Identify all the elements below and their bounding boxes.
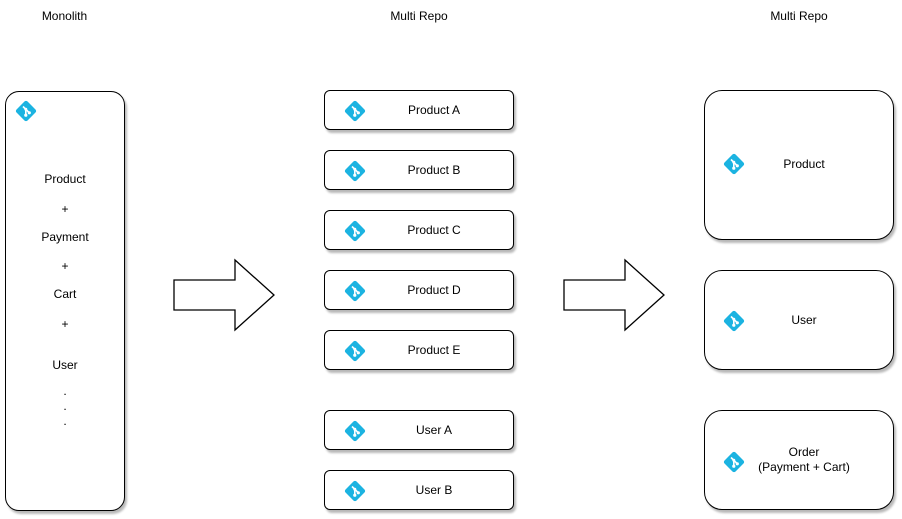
monolith-line-cart: Cart bbox=[53, 287, 77, 301]
repo-user-a: User A bbox=[324, 410, 514, 450]
repo-label-order-detail: (Payment + Cart) bbox=[758, 460, 850, 474]
repo-product-a: Product A bbox=[324, 90, 514, 130]
middle-multi-repo-title: Multi Repo bbox=[390, 9, 448, 23]
repo-label: User B bbox=[415, 483, 453, 497]
monolith-ellipsis-dot-1: . bbox=[63, 384, 67, 398]
repo-label: Product bbox=[783, 156, 825, 171]
monolith-line-user: User bbox=[52, 358, 78, 372]
right-arrow-icon bbox=[563, 258, 665, 332]
repo-user: User bbox=[704, 270, 894, 370]
repo-product-c: Product C bbox=[324, 210, 514, 250]
repo-label: Product C bbox=[407, 223, 461, 237]
monolith-plus-2: + bbox=[61, 259, 69, 273]
repo-label: Product A bbox=[407, 103, 461, 117]
repo-label-order: Order bbox=[788, 445, 820, 459]
repo-product-e: Product E bbox=[324, 330, 514, 370]
repo-label-wrapper: Order (Payment + Cart) bbox=[715, 411, 893, 509]
repo-product-d: Product D bbox=[324, 270, 514, 310]
repo-label: Product E bbox=[407, 343, 461, 357]
repo-product-b: Product B bbox=[324, 150, 514, 190]
monolith-ellipsis-dot-2: . bbox=[63, 399, 67, 413]
repo-label: Product B bbox=[407, 163, 461, 177]
repo-order: Order (Payment + Cart) bbox=[704, 410, 894, 510]
right-arrow-icon bbox=[173, 258, 275, 332]
monolith-repo-box: Product + Payment + Cart + User . . . bbox=[5, 91, 125, 511]
repo-label: User bbox=[791, 312, 817, 327]
monolith-plus-3: + bbox=[61, 317, 69, 331]
monolith-title: Monolith bbox=[41, 9, 88, 23]
monolith-ellipsis-dot-3: . bbox=[63, 414, 67, 428]
repo-product: Product bbox=[704, 90, 894, 240]
monolith-line-product: Product bbox=[44, 172, 86, 186]
repo-label: Product D bbox=[407, 283, 461, 297]
git-icon bbox=[15, 100, 37, 122]
repo-label: User A bbox=[415, 423, 452, 437]
monolith-plus-1: + bbox=[61, 202, 69, 216]
monolith-line-payment: Payment bbox=[41, 230, 89, 244]
repo-user-b: User B bbox=[324, 470, 514, 510]
right-multi-repo-title: Multi Repo bbox=[770, 9, 828, 23]
